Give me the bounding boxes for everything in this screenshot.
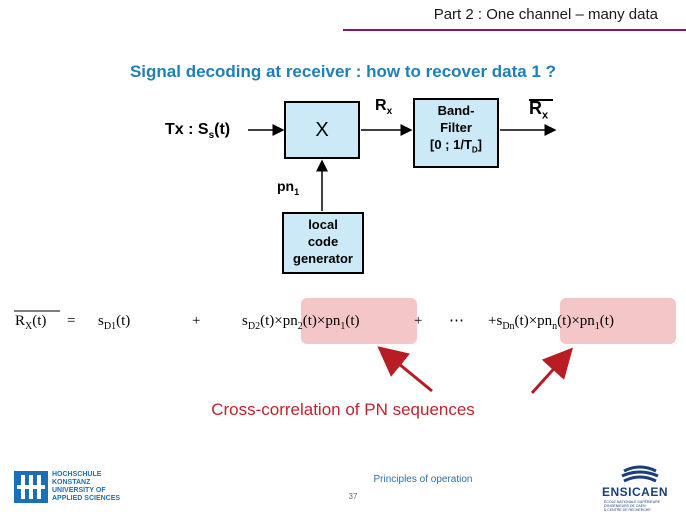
slide-title: Signal decoding at receiver : how to rec… [129, 62, 557, 81]
pn1-label: pn1 [277, 178, 300, 197]
eq-plus-1: + [192, 313, 201, 329]
annotation-arrow-right [530, 347, 574, 395]
eq-term-n: +sDn(t)×pnn(t)×pn1(t) [488, 313, 614, 332]
ensicaen-sub-1: ÉCOLE NATIONALE SUPÉRIEURE D'INGÉNIEURS … [604, 500, 661, 508]
ensicaen-logo: ENSICAEN ÉCOLE NATIONALE SUPÉRIEURE D'IN… [598, 465, 680, 513]
ensicaen-name: ENSICAEN [602, 485, 669, 499]
filter-line-2: Filter [440, 120, 472, 135]
eq-equals: = [67, 313, 76, 329]
eq-term-1: sD1(t) [98, 313, 131, 332]
ensicaen-mark-icon [621, 465, 659, 483]
multiplier-block: X [284, 101, 360, 159]
htwg-logo: HOCHSCHULE KONSTANZ UNIVERSITY OF APPLIE… [14, 470, 124, 505]
multiplier-symbol: X [315, 118, 329, 141]
eq-term-2: sD2(t)×pn2(t)×pn1(t) [242, 313, 360, 332]
filter-line-3: [0 ; 1/TD] [429, 137, 483, 155]
page-number: 37 [348, 492, 358, 501]
generator-line-3: generator [293, 251, 353, 266]
htwg-line-1: HOCHSCHULE [52, 471, 102, 478]
eq-plus-2: + [414, 313, 423, 329]
htwg-line-3: UNIVERSITY OF [52, 487, 106, 494]
annotation-arrow-left [377, 346, 433, 393]
eq-dots: ⋯ [449, 313, 464, 329]
htwg-logo-mark-icon [14, 471, 48, 503]
filter-line-1: Band- [437, 103, 475, 118]
rx-label: Rx [375, 97, 393, 118]
rx-output-label: Rx [529, 98, 549, 122]
band-filter-block: Band- Filter [0 ; 1/TD] [413, 98, 499, 168]
highlight-term-n [560, 298, 676, 344]
ensicaen-sub-2: & CENTRE DE RECHERCHE [604, 508, 651, 512]
generator-line-2: code [307, 234, 339, 249]
eq-lhs: RX(t) [15, 313, 47, 332]
header-title: Part 2 : One channel – many data [433, 6, 658, 23]
footer-section-title: Principles of operation [373, 474, 473, 485]
tx-label: Tx : Ss(t) [165, 121, 231, 142]
generator-line-1: local [308, 217, 338, 232]
htwg-line-2: KONSTANZ [52, 479, 91, 486]
cross-correlation-annotation: Cross-correlation of PN sequences [211, 400, 475, 419]
htwg-line-4: APPLIED SCIENCES [52, 495, 121, 502]
local-code-generator-block: local code generator [282, 212, 364, 274]
highlight-term-2 [301, 298, 417, 344]
header-divider [343, 29, 686, 31]
